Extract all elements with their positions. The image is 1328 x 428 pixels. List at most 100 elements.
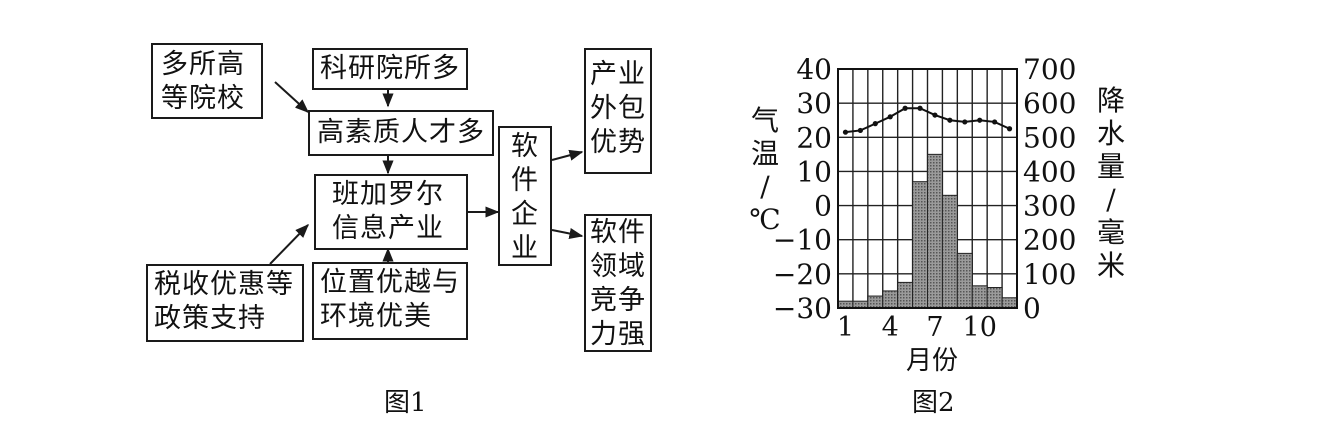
precip-tick-6: 600 bbox=[1023, 87, 1076, 120]
precip-tick-3: 300 bbox=[1023, 190, 1076, 223]
universities-line-1: 多所高 bbox=[161, 49, 245, 80]
temperature-line bbox=[842, 105, 1013, 135]
y-right-label-char-6: 米 bbox=[1096, 249, 1125, 282]
tax-line-1: 税收优惠等 bbox=[154, 269, 294, 300]
month-tick-2: 7 bbox=[926, 312, 943, 343]
precip-bar-2 bbox=[852, 300, 869, 309]
y-left-label-char-3: ∕ bbox=[760, 170, 770, 203]
universities-line-2: 等院校 bbox=[161, 83, 245, 114]
x-axis-label: 月份 bbox=[906, 346, 959, 376]
precip-bar-4 bbox=[882, 290, 899, 309]
precip-bar-6 bbox=[912, 181, 928, 309]
arrow-software-to-outsourcing bbox=[551, 149, 584, 161]
chart-frame bbox=[837, 68, 1018, 309]
temp-point-6 bbox=[917, 105, 923, 111]
y-right-label-char-3: 量 bbox=[1096, 150, 1125, 183]
y-right-label-char-2: 水 bbox=[1096, 117, 1125, 150]
precip-bar-11 bbox=[986, 287, 1003, 309]
software-char-1: 软 bbox=[511, 131, 539, 162]
bangalore-line-2: 信息产业 bbox=[332, 213, 444, 244]
temp-point-8 bbox=[947, 117, 953, 123]
temp-point-5 bbox=[902, 105, 908, 111]
competitive-line-2: 领域 bbox=[590, 251, 646, 282]
box-universities: 多所高 等院校 bbox=[151, 43, 263, 119]
arrow-universities-to-talent bbox=[274, 81, 310, 113]
y-left-label: 气温∕℃ bbox=[748, 104, 782, 236]
competitive-line-4: 力强 bbox=[590, 319, 646, 350]
temp-point-2 bbox=[857, 127, 863, 134]
box-outsourcing: 产业 外包 优势 bbox=[584, 48, 652, 174]
precip-bar-8 bbox=[941, 194, 958, 309]
y-left-label-char-2: 温 bbox=[750, 137, 779, 170]
outsourcing-line-1: 产业 bbox=[590, 59, 646, 90]
temp-point-10 bbox=[977, 117, 983, 123]
competitive-line-1: 软件 bbox=[590, 217, 646, 248]
temp-point-9 bbox=[962, 119, 968, 125]
box-talent: 高素质人才多 bbox=[308, 110, 494, 156]
precip-tick-2: 200 bbox=[1023, 224, 1076, 257]
tax-line-2: 政策支持 bbox=[154, 303, 266, 334]
precip-bar-5 bbox=[897, 281, 914, 309]
y-right-label-char-4: ∕ bbox=[1106, 183, 1116, 216]
temp-tick-2: −10 bbox=[773, 224, 832, 257]
precip-tick-1: 100 bbox=[1023, 258, 1076, 291]
temp-point-4 bbox=[887, 114, 893, 120]
month-tick-0: 1 bbox=[837, 312, 854, 343]
y-right-label-char-1: 降 bbox=[1096, 84, 1125, 117]
y-left-label-char-1: 气 bbox=[750, 104, 779, 137]
research-text: 科研院所多 bbox=[320, 53, 460, 84]
box-bangalore: 班加罗尔 信息产业 bbox=[314, 174, 468, 250]
bangalore-line-1: 班加罗尔 bbox=[332, 179, 444, 210]
temp-tick-0: −30 bbox=[773, 292, 832, 325]
y-right-label-char-5: 毫 bbox=[1096, 216, 1125, 249]
box-competitive: 软件 领域 竞争 力强 bbox=[584, 214, 652, 352]
temp-tick-6: 30 bbox=[796, 87, 832, 120]
talent-text: 高素质人才多 bbox=[317, 117, 485, 148]
precip-tick-5: 500 bbox=[1023, 121, 1076, 154]
temp-point-12 bbox=[1006, 126, 1013, 132]
precip-bar-7 bbox=[927, 153, 943, 309]
box-tax: 税收优惠等 政策支持 bbox=[146, 264, 304, 342]
arrow-tax-to-bangalore bbox=[269, 223, 309, 265]
figure2-caption: 图2 bbox=[912, 388, 955, 418]
precip-bar-9 bbox=[956, 252, 973, 309]
temp-point-7 bbox=[932, 112, 938, 118]
temp-tick-4: 10 bbox=[796, 155, 832, 188]
temp-tick-3: 0 bbox=[814, 190, 832, 223]
software-char-2: 件 bbox=[511, 165, 539, 196]
box-software: 软 件 企 业 bbox=[498, 126, 552, 266]
precip-bar-1 bbox=[837, 300, 854, 309]
temp-tick-1: −20 bbox=[773, 258, 832, 291]
temp-tick-7: 40 bbox=[796, 53, 832, 86]
plot-frame bbox=[837, 68, 1018, 309]
outsourcing-line-2: 外包 bbox=[590, 93, 646, 124]
temp-point-1 bbox=[842, 129, 849, 135]
arrow-software-to-competitive bbox=[551, 228, 584, 240]
software-char-4: 业 bbox=[511, 233, 539, 264]
precipitation-bars bbox=[837, 153, 1018, 309]
precip-tick-0: 0 bbox=[1023, 292, 1041, 325]
month-tick-1: 4 bbox=[882, 312, 899, 343]
box-location: 位置优越与 环境优美 bbox=[312, 262, 468, 340]
precip-bar-3 bbox=[867, 295, 884, 309]
location-line-2: 环境优美 bbox=[320, 301, 432, 332]
software-char-3: 企 bbox=[511, 199, 539, 230]
precip-tick-7: 700 bbox=[1023, 53, 1076, 86]
month-tick-3: 10 bbox=[963, 312, 997, 343]
precip-bar-12 bbox=[1001, 297, 1018, 309]
box-research: 科研院所多 bbox=[312, 48, 468, 90]
temp-point-3 bbox=[872, 121, 878, 127]
temp-tick-5: 20 bbox=[796, 121, 832, 154]
precip-bar-10 bbox=[971, 285, 988, 309]
figure1-caption: 图1 bbox=[384, 388, 427, 418]
competitive-line-3: 竞争 bbox=[590, 285, 646, 316]
location-line-1: 位置优越与 bbox=[320, 267, 460, 298]
y-right-label: 降水量∕毫米 bbox=[1094, 84, 1128, 282]
temp-point-11 bbox=[992, 119, 998, 125]
outsourcing-line-3: 优势 bbox=[590, 127, 646, 158]
